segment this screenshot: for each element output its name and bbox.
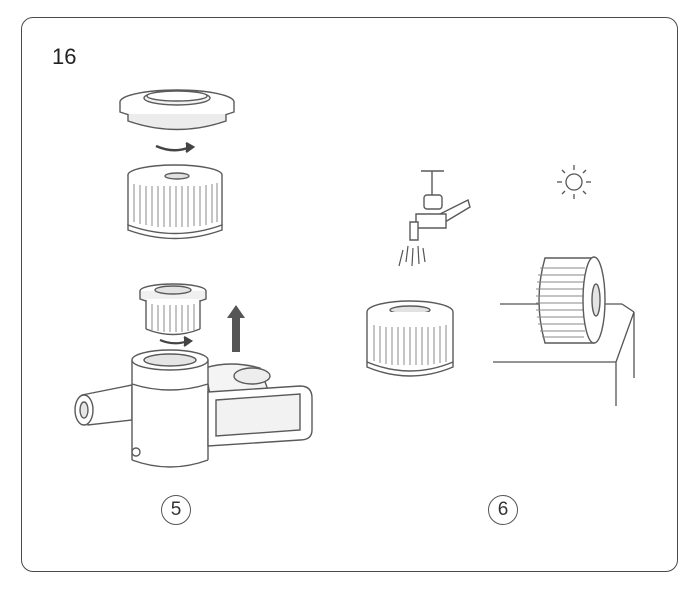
cylinder-filter-top-icon <box>127 164 223 240</box>
small-filter-icon <box>139 283 207 336</box>
sun-icon <box>557 165 591 199</box>
instruction-panel <box>21 17 678 572</box>
rinse-filter-icon <box>366 300 454 377</box>
vacuum-body-icon <box>74 349 313 468</box>
upward-arrow-icon <box>227 305 245 352</box>
filter-cap-icon <box>119 89 235 131</box>
twist-arrow-icon <box>155 141 196 153</box>
faucet-water-icon <box>398 170 471 267</box>
drying-filter-icon <box>536 256 606 344</box>
step-6-badge: 6 <box>488 495 518 525</box>
step-5-badge: 5 <box>161 495 191 525</box>
page-number: 16 <box>52 44 77 69</box>
twist-arrow-lower-icon <box>159 336 194 347</box>
